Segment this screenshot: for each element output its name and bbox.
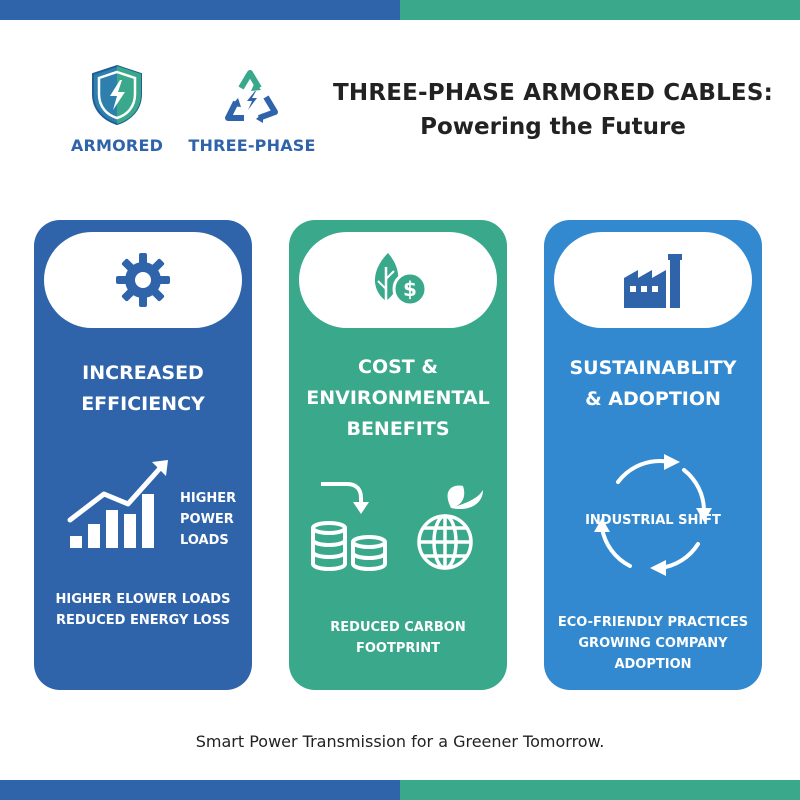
- card-icon-box: [554, 232, 752, 328]
- bottom-line: GROWING COMPANY: [578, 636, 728, 651]
- svg-text:$: $: [403, 277, 417, 301]
- three-phase-badge: THREE-PHASE: [188, 64, 316, 155]
- armored-badge: ARMORED: [62, 64, 172, 155]
- armored-label: ARMORED: [70, 136, 164, 155]
- side-line: HIGHER: [180, 491, 237, 506]
- bar-chart-rising-arrow-icon: [67, 460, 168, 548]
- heading-line: ENVIRONMENTAL: [306, 387, 490, 409]
- card-heading: SUSTAINABLITY & ADOPTION: [552, 353, 754, 415]
- card-sustainability-adoption: SUSTAINABLITY & ADOPTION INDUSTRIAL SHIF…: [544, 220, 762, 690]
- title-line-2: Powering the Future: [420, 114, 686, 140]
- bottom-line: REDUCED CARBON: [330, 620, 466, 635]
- factory-icon: [624, 254, 682, 308]
- title-line-1: THREE-PHASE ARMORED CABLES:: [332, 80, 774, 106]
- card-icon-box: $: [299, 232, 497, 328]
- three-phase-label: THREE-PHASE: [188, 136, 316, 155]
- top-band-green: [400, 0, 800, 20]
- heading-line: EFFICIENCY: [81, 393, 205, 415]
- bottom-band-green: [400, 780, 800, 800]
- bottom-line: ADOPTION: [614, 657, 692, 672]
- industrial-shift-label: INDUSTRIAL SHIFT: [585, 513, 721, 528]
- bottom-color-band: [0, 780, 800, 800]
- coins-arrow-icon: [311, 482, 387, 571]
- bottom-line: REDUCED ENERGY LOSS: [56, 613, 230, 628]
- card-icon-box: [44, 232, 242, 328]
- bottom-line: FOOTPRINT: [356, 641, 440, 656]
- shield-lightning-icon: [92, 64, 142, 126]
- heading-line: BENEFITS: [346, 418, 450, 440]
- side-line: LOADS: [180, 533, 229, 548]
- card-heading: INCREASED EFFICIENCY: [42, 358, 244, 420]
- page-title: THREE-PHASE ARMORED CABLES: Powering the…: [318, 80, 788, 140]
- bottom-band-blue: [0, 780, 400, 800]
- recycle-arrows-lightning-icon: [225, 70, 278, 123]
- card-bottom-text: HIGHER ELOWER LOADS REDUCED ENERGY LOSS: [34, 589, 252, 631]
- card-increased-efficiency: INCREASED EFFICIENCY HIGHER POWER LOADS …: [34, 220, 252, 690]
- gear-icon: [116, 253, 170, 307]
- globe-leaf-icon: [417, 485, 483, 570]
- card-cost-environmental-benefits: $ COST & ENVIRONMENTAL BENEFITS: [289, 220, 507, 690]
- leaf-dollar-icon: $: [374, 253, 428, 307]
- top-band-blue: [0, 0, 400, 20]
- bottom-line: ECO-FRIENDLY PRACTICES: [557, 615, 749, 630]
- card-bottom-text: REDUCED CARBON FOOTPRINT: [289, 617, 507, 659]
- side-line: POWER: [180, 512, 234, 527]
- card-bottom-text: ECO-FRIENDLY PRACTICES GROWING COMPANY A…: [544, 612, 762, 675]
- footer-tagline: Smart Power Transmission for a Greener T…: [195, 732, 605, 751]
- side-text: HIGHER POWER LOADS: [180, 488, 236, 551]
- heading-line: SUSTAINABLITY: [569, 357, 737, 379]
- heading-line: & ADOPTION: [585, 388, 721, 410]
- bottom-line: HIGHER ELOWER LOADS: [55, 592, 231, 607]
- card-heading: COST & ENVIRONMENTAL BENEFITS: [297, 352, 499, 445]
- heading-line: COST &: [358, 356, 438, 378]
- heading-line: INCREASED: [82, 362, 204, 384]
- cycle-arrows-icon: [594, 454, 712, 576]
- top-color-band: [0, 0, 800, 20]
